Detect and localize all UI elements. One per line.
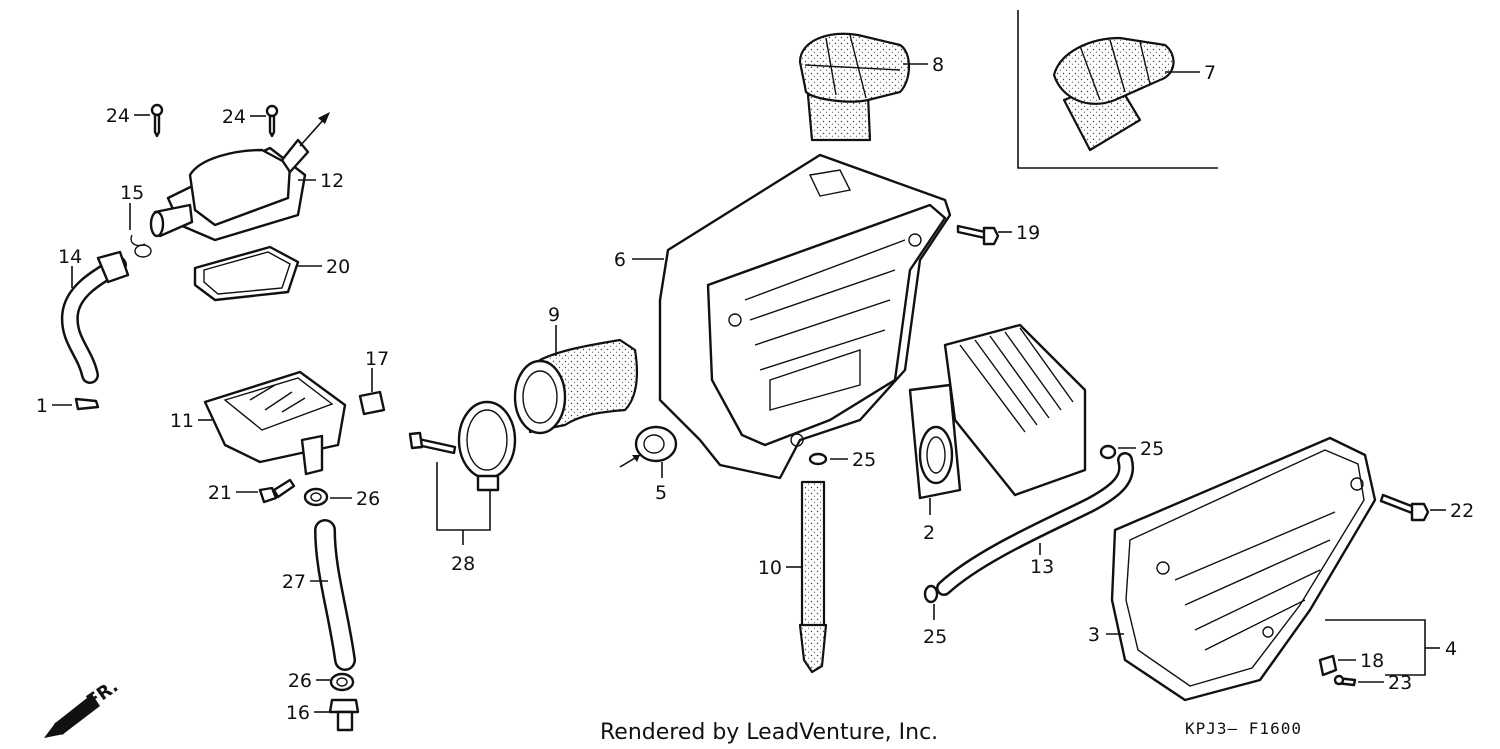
part-11-breather-housing[interactable] [203,370,347,476]
part-24-screw-b[interactable] [265,104,279,138]
callout-18: 18 [1360,650,1384,672]
callout-23: 23 [1388,672,1412,694]
callout-25c: 25 [923,626,947,648]
part-24-screw-a[interactable] [150,103,164,138]
callout-25a: 25 [852,449,876,471]
callout-7: 7 [1204,62,1216,84]
part-16-plug[interactable] [328,698,360,732]
part-28-clamp[interactable] [408,400,517,492]
part-27-drain-tube[interactable] [314,519,356,671]
part-17-nut[interactable] [358,390,386,416]
callout-3: 3 [1088,624,1100,646]
part-20-gasket[interactable] [193,245,300,302]
callout-2: 2 [923,522,935,544]
part-1-clip[interactable] [74,397,100,411]
part-7-air-duct-alt[interactable] [1052,36,1175,152]
callout-19: 19 [1016,222,1040,244]
callout-21: 21 [208,482,232,504]
callout-20: 20 [326,256,350,278]
part-26-clamp-b[interactable] [329,672,355,692]
callout-13: 13 [1030,556,1054,578]
callout-14: 14 [58,246,82,268]
part-23-screw[interactable] [1333,674,1357,687]
callout-15: 15 [120,182,144,204]
part-13-hose[interactable] [936,452,1135,596]
callout-16: 16 [286,702,310,724]
callout-24a: 24 [106,105,130,127]
part-22-bolt[interactable] [1379,493,1430,522]
callout-27: 27 [282,571,306,593]
part-6-air-cleaner-case[interactable] [658,153,952,480]
part-15-clip[interactable] [130,234,152,258]
part-25-clip-c[interactable] [923,584,939,604]
callout-12: 12 [320,170,344,192]
callout-5: 5 [655,482,667,504]
callout-22: 22 [1450,500,1474,522]
part-14-hose[interactable] [60,250,130,384]
part-10-drain-tube[interactable] [798,480,828,674]
callout-24b: 24 [222,106,246,128]
callout-10: 10 [758,557,782,579]
part-25-clip-b[interactable] [1099,444,1117,460]
callout-28: 28 [451,553,475,575]
callout-8: 8 [932,54,944,76]
part-2-air-filter-element[interactable] [908,323,1087,500]
part-8-air-duct[interactable] [798,32,911,142]
front-arrow-icon [44,694,100,738]
diagram-code: KPJ3— F1600 [1185,719,1302,738]
part-9-connecting-tube[interactable] [513,338,639,435]
part-12-breather-cover[interactable] [149,112,330,242]
part-25-clip-a[interactable] [808,452,828,466]
part-5-grommet[interactable] [619,425,678,468]
callout-1: 1 [36,395,48,417]
part-21-bolt[interactable] [258,478,296,504]
part-26-clamp-a[interactable] [303,487,329,507]
rendered-by-caption: Rendered by LeadVenture, Inc. [600,720,938,745]
callout-25b: 25 [1140,438,1164,460]
part-3-4-side-cover[interactable] [1110,436,1377,702]
callout-17: 17 [365,348,389,370]
callout-11: 11 [170,410,194,432]
inset-frame [1017,10,1218,169]
callout-9: 9 [548,304,560,326]
callout-4: 4 [1445,638,1457,660]
callout-26a: 26 [356,488,380,510]
callout-26b: 26 [288,670,312,692]
part-19-bolt[interactable] [956,224,1000,246]
callout-6: 6 [614,249,626,271]
part-18-collar[interactable] [1318,654,1338,677]
